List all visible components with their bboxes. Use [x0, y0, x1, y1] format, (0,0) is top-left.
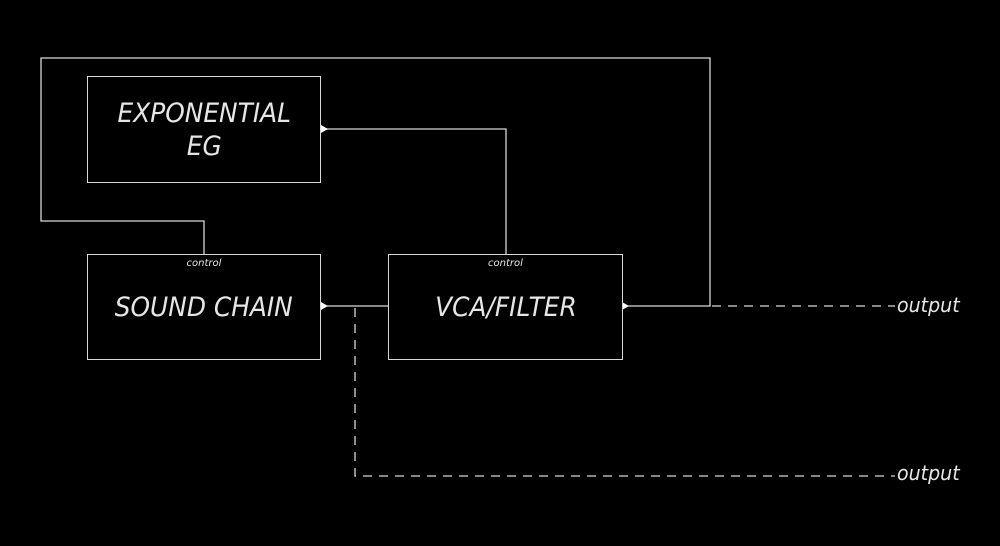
vca-filter-title: VCA/FILTER: [434, 291, 577, 323]
sound-chain-title: SOUND CHAIN: [114, 291, 294, 323]
exponential-eg-title-line2: EG: [186, 130, 222, 162]
sound-chain-block[interactable]: control SOUND CHAIN: [87, 254, 321, 360]
sound-chain-output-port-arrow: [321, 302, 328, 310]
exponential-eg-block[interactable]: EXPONENTIAL EG: [87, 76, 321, 183]
exponential-eg-title: EXPONENTIAL EG: [117, 97, 290, 163]
dry-output-dashed-wire: [354, 308, 895, 477]
vca-filter-block[interactable]: control VCA/FILTER: [388, 254, 623, 360]
vca-filter-control-label: control: [488, 258, 523, 269]
main-output-label: output: [897, 293, 960, 317]
sound-chain-control-label: control: [186, 258, 222, 269]
feedback-wire: [40, 57, 711, 307]
dry-output-label: output: [897, 461, 960, 485]
eg-to-vca-wire: [324, 128, 507, 254]
vca-filter-output-port-arrow: [622, 302, 629, 310]
exponential-eg-title-line1: EXPONENTIAL: [117, 97, 291, 129]
eg-output-port-arrow: [321, 125, 328, 133]
